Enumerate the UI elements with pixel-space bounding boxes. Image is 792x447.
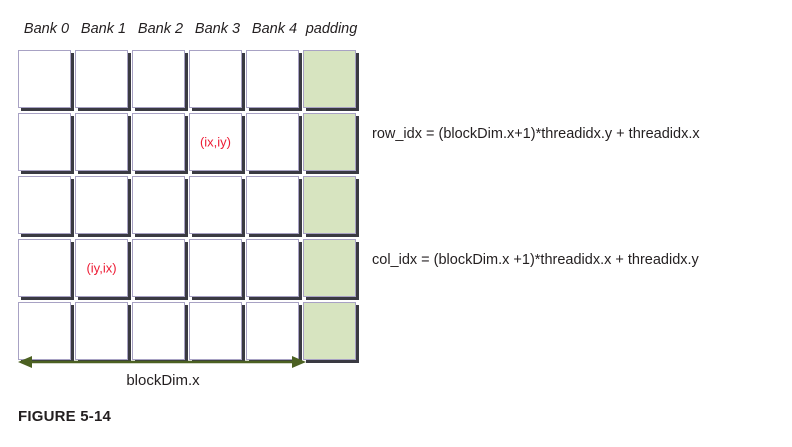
memory-cell [132, 50, 185, 108]
memory-cell [18, 50, 71, 108]
memory-cell [189, 302, 242, 360]
memory-cell [75, 113, 128, 171]
cell-label: (ix,iy) [199, 134, 232, 150]
shared-memory-grid: (ix,iy) (iy,ix) [18, 50, 360, 365]
memory-cell [132, 302, 185, 360]
memory-cell [189, 239, 242, 297]
grid-row [18, 302, 360, 360]
memory-cell [246, 113, 299, 171]
memory-cell [18, 176, 71, 234]
memory-cell [132, 239, 185, 297]
memory-cell [246, 302, 299, 360]
bank-header-1: Bank 1 [80, 21, 127, 37]
memory-cell [246, 239, 299, 297]
padding-cell [303, 176, 356, 234]
grid-row: (ix,iy) [18, 113, 360, 171]
padding-cell [303, 50, 356, 108]
memory-cell [75, 302, 128, 360]
grid-row [18, 50, 360, 108]
figure-caption: FIGURE 5-14 [18, 408, 112, 425]
memory-cell [18, 302, 71, 360]
memory-cell [189, 176, 242, 234]
bank-header-5: padding [305, 21, 358, 37]
blockdim-x-label: blockDim.x [126, 372, 200, 389]
memory-cell: (ix,iy) [189, 113, 242, 171]
grid-row [18, 176, 360, 234]
memory-cell [189, 50, 242, 108]
bank-header-row: Bank 0 Bank 1 Bank 2 Bank 3 Bank 4 padding [18, 19, 360, 39]
memory-cell [18, 113, 71, 171]
memory-cell: (iy,ix) [75, 239, 128, 297]
bank-header-0: Bank 0 [23, 21, 70, 37]
bank-header-2: Bank 2 [137, 21, 184, 37]
cell-label: (iy,ix) [86, 260, 117, 276]
row-idx-formula: row_idx = (blockDim.x+1)*threadidx.y + t… [372, 126, 700, 142]
grid-row: (iy,ix) [18, 239, 360, 297]
memory-cell [18, 239, 71, 297]
memory-cell [246, 50, 299, 108]
padding-cell [303, 113, 356, 171]
memory-cell [132, 113, 185, 171]
memory-cell [75, 176, 128, 234]
padding-cell [303, 302, 356, 360]
double-headed-arrow-icon [12, 350, 312, 374]
memory-cell [246, 176, 299, 234]
memory-cell [75, 50, 128, 108]
bank-header-4: Bank 4 [251, 21, 298, 37]
col-idx-formula: col_idx = (blockDim.x +1)*threadidx.x + … [372, 252, 699, 268]
bank-header-3: Bank 3 [194, 21, 241, 37]
padding-cell [303, 239, 356, 297]
memory-cell [132, 176, 185, 234]
